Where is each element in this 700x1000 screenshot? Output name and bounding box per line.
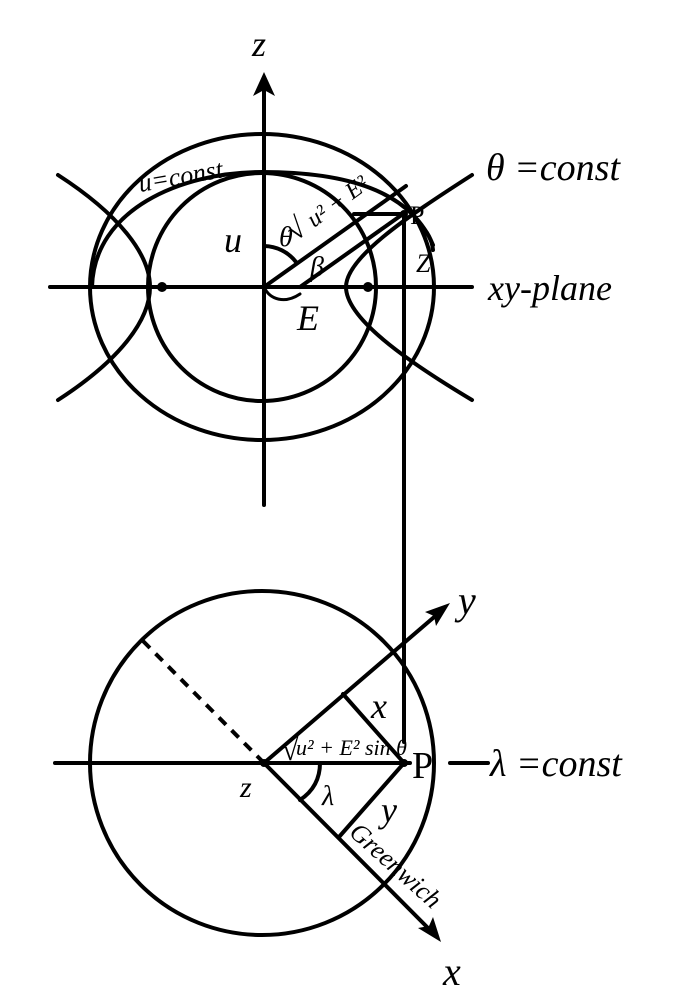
p-label-top: P: [410, 201, 424, 230]
z-big-label: Z: [416, 249, 431, 278]
u-const-curve: [90, 169, 435, 289]
y-axis-arrowhead: [425, 603, 450, 626]
top-view: z u=const θ =const u θ √ u² + E² β E P Z…: [48, 24, 621, 507]
u-const-label: u=const: [136, 154, 226, 198]
lambda-const-label: λ =const: [489, 743, 623, 785]
x-axis-arrowhead: [418, 917, 441, 942]
z-origin-label: z: [239, 771, 252, 804]
angle-arc-beta: [262, 244, 298, 264]
p-chord: [298, 212, 405, 289]
x-axis-dashed: [141, 639, 266, 765]
x-axis-line: [262, 761, 432, 932]
p-label-bottom: P: [412, 745, 433, 787]
z-axis-arrowhead: [253, 72, 275, 96]
arc-near-p: [416, 220, 435, 252]
greenwich-label: Greenwich: [344, 817, 447, 914]
u-label: u: [224, 220, 242, 260]
xy-plane-label: xy-plane: [487, 268, 612, 308]
focus-left: [157, 282, 167, 292]
x-axis-label: x: [442, 949, 461, 994]
radius-to-p: [262, 184, 408, 289]
x-proj-label: x: [370, 686, 387, 726]
radicand-bottom: u² + E² sin θ: [296, 735, 407, 760]
y-proj-label: y: [378, 790, 397, 830]
y-axis-label: y: [454, 578, 476, 623]
theta-const-label: θ =const: [486, 147, 621, 189]
bottom-view: y x x y √ u² + E² sin θ P λ =const z λ G…: [53, 578, 623, 994]
x-projection-line: [341, 692, 406, 765]
angle-arc-lambda: [298, 761, 322, 802]
theta-label: θ: [279, 222, 293, 253]
angle-arc-e: [262, 285, 302, 302]
z-axis-label: z: [251, 24, 266, 64]
e-label: E: [296, 298, 319, 338]
lambda-label: λ: [321, 781, 334, 812]
y-axis-line: [262, 610, 442, 765]
point-p-bottom: [400, 759, 408, 767]
beta-label: β: [309, 252, 324, 283]
origin-dot: [260, 759, 268, 767]
sqrt-symbol-bottom: √: [282, 734, 299, 767]
y-projection-line: [337, 761, 406, 839]
focus-right: [363, 282, 373, 292]
